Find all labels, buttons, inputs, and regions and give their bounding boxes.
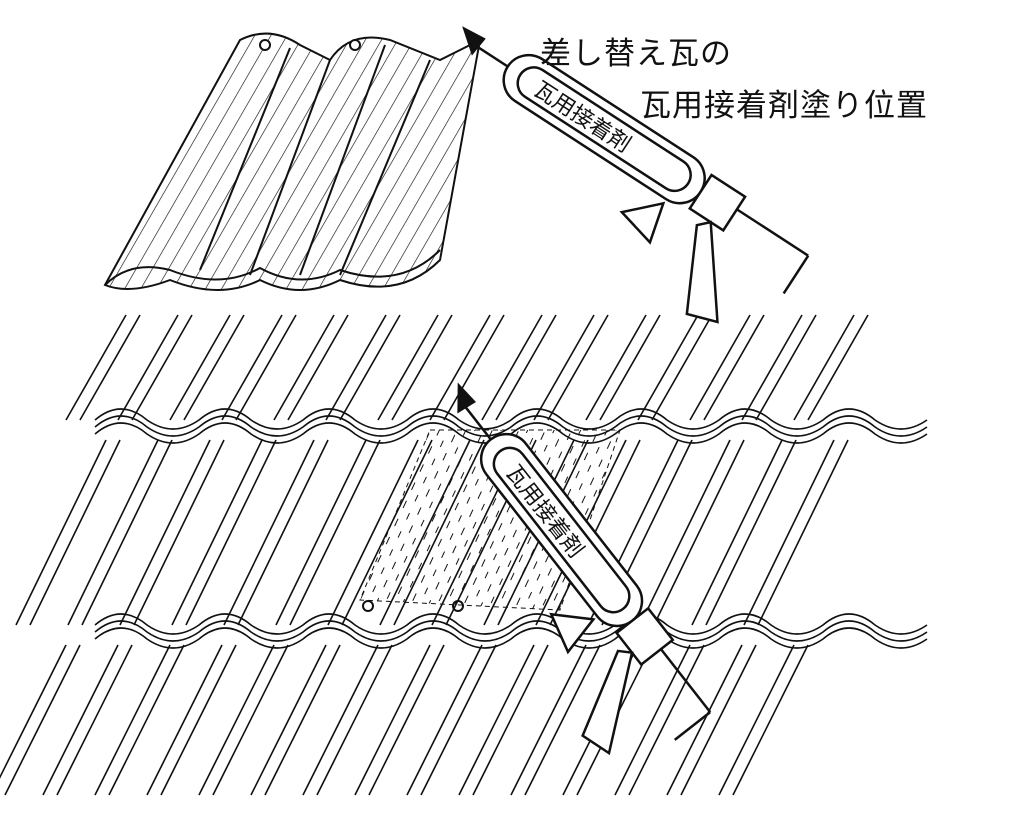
tile-line [339, 314, 401, 421]
tile-line [741, 314, 803, 421]
tile-line [79, 314, 141, 421]
tile-line [653, 439, 745, 626]
tile-line [703, 314, 765, 421]
tile-line [651, 314, 713, 421]
caption-line-2: 瓦用接着剤塗り位置 [640, 88, 928, 124]
tile-line [639, 439, 731, 626]
tile-line [628, 644, 705, 796]
replacement-tile [103, 32, 482, 291]
tile-line [94, 644, 171, 796]
tile-line [250, 644, 327, 796]
tile-line [691, 439, 783, 626]
tile-line [56, 644, 133, 796]
tile-line [275, 439, 367, 626]
tile-line [354, 644, 431, 796]
caption-line-1: 差し替え瓦の [540, 36, 732, 72]
tile-line [757, 439, 849, 626]
nail-icon [362, 600, 374, 612]
tile-line [666, 644, 743, 796]
tile-line [94, 627, 928, 649]
tile-line [94, 620, 928, 642]
tile-line [743, 439, 835, 626]
tile-line [198, 644, 275, 796]
tile-line [689, 314, 751, 421]
tile-line [289, 439, 381, 626]
tile-line [718, 644, 795, 796]
adhesive-area [359, 429, 621, 611]
tile-line [133, 439, 225, 626]
tile-line [94, 613, 928, 635]
tile-line [472, 644, 549, 796]
tile-line [327, 439, 419, 626]
tile-line [705, 439, 797, 626]
tile-line [458, 644, 535, 796]
tile-line [94, 408, 928, 430]
tile-line [443, 314, 505, 421]
tile-line [391, 314, 453, 421]
tile-line [131, 314, 193, 421]
tile-line [29, 439, 121, 626]
tile-line [273, 314, 335, 421]
tile-line [302, 644, 379, 796]
tile-line [680, 644, 757, 796]
tile-line [160, 644, 237, 796]
tile-line [81, 439, 173, 626]
tile-line [793, 314, 855, 421]
tile-line [212, 644, 289, 796]
tile-line [67, 439, 159, 626]
tile-line [429, 314, 491, 421]
tile-line [406, 644, 483, 796]
tile-line [377, 314, 439, 421]
tile-line [533, 314, 595, 421]
tile-line [368, 644, 445, 796]
tile-line [524, 644, 601, 796]
tile-line [185, 439, 277, 626]
tile-line [0, 644, 67, 779]
tile-line [183, 314, 245, 421]
tile-line [732, 644, 809, 796]
tile-line [108, 644, 185, 796]
tile-line [221, 314, 283, 421]
tile-line [264, 644, 341, 796]
tile-line [585, 314, 647, 421]
tile-line [325, 314, 387, 421]
tile-line [316, 644, 393, 796]
tile-line [4, 644, 81, 796]
tile-line [637, 314, 699, 421]
tile-line [94, 415, 928, 437]
tile-line [119, 439, 211, 626]
tile-line [287, 314, 349, 421]
tile-line [117, 314, 179, 421]
tile-line [42, 644, 119, 796]
tile-line [755, 314, 817, 421]
tile-line [65, 314, 127, 421]
tile-line [237, 439, 329, 626]
roof-tiles [0, 314, 928, 796]
tile-line [146, 644, 223, 796]
tile-line [15, 439, 107, 626]
tile-line [510, 644, 587, 796]
tile-line [420, 644, 497, 796]
tile-line [547, 314, 609, 421]
tile-line [495, 314, 557, 421]
tile-line [235, 314, 297, 421]
nail-icon [452, 600, 464, 612]
tile-line [599, 314, 661, 421]
tile-line [807, 314, 869, 421]
tile-line [171, 439, 263, 626]
tile-line [481, 314, 543, 421]
tile-line [223, 439, 315, 626]
tile-line [169, 314, 231, 421]
